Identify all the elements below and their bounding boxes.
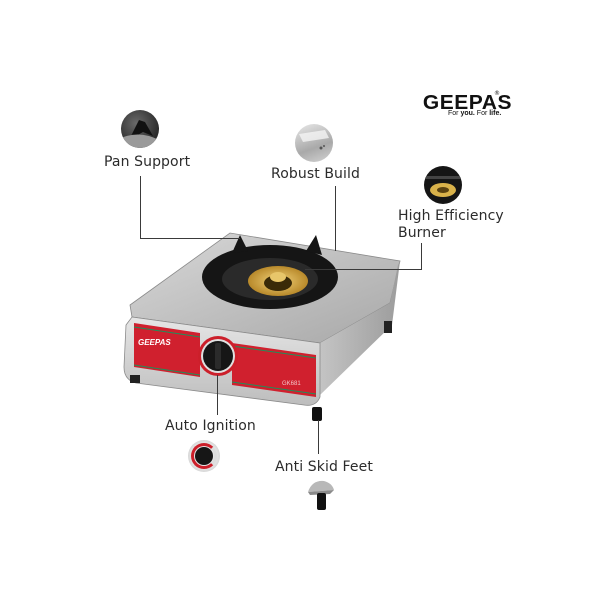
panel-left [134, 323, 200, 377]
gas-stove-illustration: GEEPAS GK681 [123, 232, 401, 421]
pan-support-icon [121, 120, 159, 148]
robust-build-label: Robust Build [271, 166, 361, 182]
steel-corner-icon [299, 130, 329, 150]
knob-icon [195, 447, 213, 465]
registered-mark: ® [494, 90, 500, 97]
robust-build-connector [335, 186, 336, 251]
foot-icon [308, 480, 334, 510]
burner-icon [424, 176, 462, 197]
anti-skid-feet-label: Anti Skid Feet [275, 459, 373, 475]
ignition-knob-thumbnail [188, 440, 220, 472]
svg-text:GK681: GK681 [282, 381, 301, 387]
burner-connector-h [305, 269, 422, 270]
pan-support-label: Pan Support [104, 154, 191, 170]
pan-support-thumbnail [121, 110, 159, 148]
knob-red-ring [191, 443, 217, 469]
high-efficiency-label-line1: High Efficiency [398, 208, 504, 224]
robust-build-thumbnail [295, 124, 333, 162]
pan-support-connector-h [140, 238, 240, 239]
pan-support-connector-v [140, 176, 141, 239]
anti-skid-connector [318, 420, 319, 454]
svg-text:GEEPAS: GEEPAS [138, 338, 171, 347]
brand-name: GEEPAS [422, 92, 512, 114]
burner-connector-v [421, 243, 422, 270]
high-efficiency-label-line2: Burner [398, 225, 446, 241]
brand-tagline: For you. For life. [448, 110, 502, 117]
auto-ignition-connector [217, 375, 218, 415]
panel-right [232, 343, 316, 397]
anti-skid-foot-thumbnail [306, 478, 336, 512]
auto-ignition-label: Auto Ignition [165, 418, 256, 434]
burner-thumbnail [424, 166, 462, 204]
